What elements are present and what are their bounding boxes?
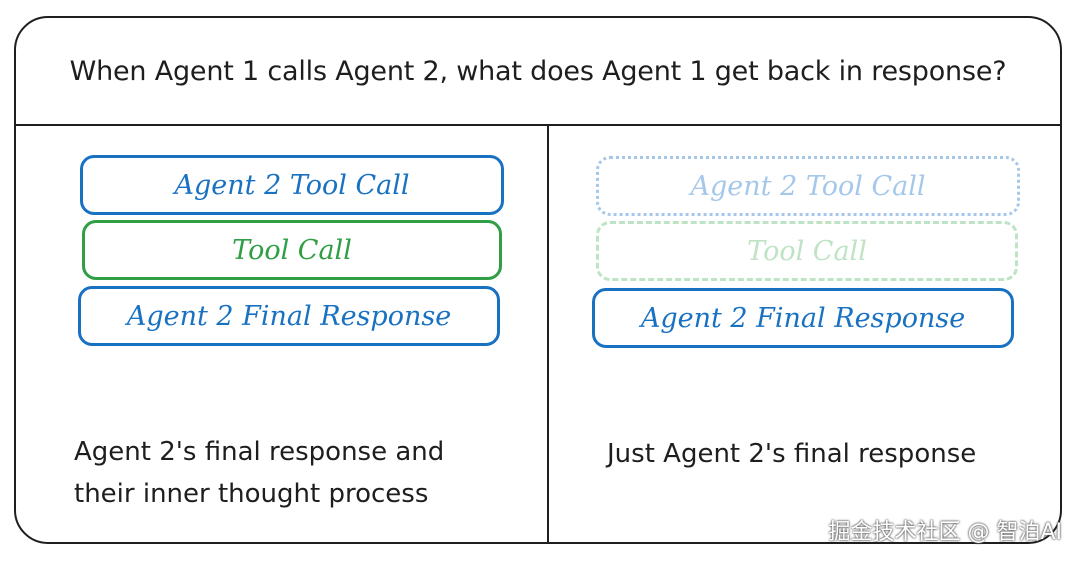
left-caption-line-1: Agent 2's final response and	[74, 437, 445, 467]
right-final-response-label: Agent 2 Final Response	[640, 302, 966, 334]
left-caption: Agent 2's final response and their inner…	[74, 431, 444, 515]
right-agent2-tool-call-box-faded: Agent 2 Tool Call	[596, 156, 1020, 216]
left-tool-call-box: Tool Call	[82, 220, 502, 280]
diagram-frame: When Agent 1 calls Agent 2, what does Ag…	[14, 16, 1062, 544]
question-heading: When Agent 1 calls Agent 2, what does Ag…	[69, 55, 1007, 87]
left-agent2-tool-call-label: Agent 2 Tool Call	[174, 169, 410, 201]
right-final-response-box: Agent 2 Final Response	[592, 288, 1014, 348]
column-divider	[547, 124, 549, 542]
right-agent2-tool-call-label: Agent 2 Tool Call	[690, 170, 926, 202]
left-caption-line-2: their inner thought process	[74, 479, 429, 509]
left-final-response-box: Agent 2 Final Response	[78, 286, 500, 346]
watermark: 掘金技术社区 @ 智泊AI	[828, 520, 1062, 545]
right-tool-call-box-faded: Tool Call	[596, 221, 1018, 281]
right-tool-call-label: Tool Call	[747, 235, 867, 267]
left-agent2-tool-call-box: Agent 2 Tool Call	[80, 155, 504, 215]
left-final-response-label: Agent 2 Final Response	[126, 300, 452, 332]
left-tool-call-label: Tool Call	[232, 234, 352, 266]
right-caption: Just Agent 2's final response	[607, 439, 977, 469]
header-divider	[16, 124, 1060, 126]
